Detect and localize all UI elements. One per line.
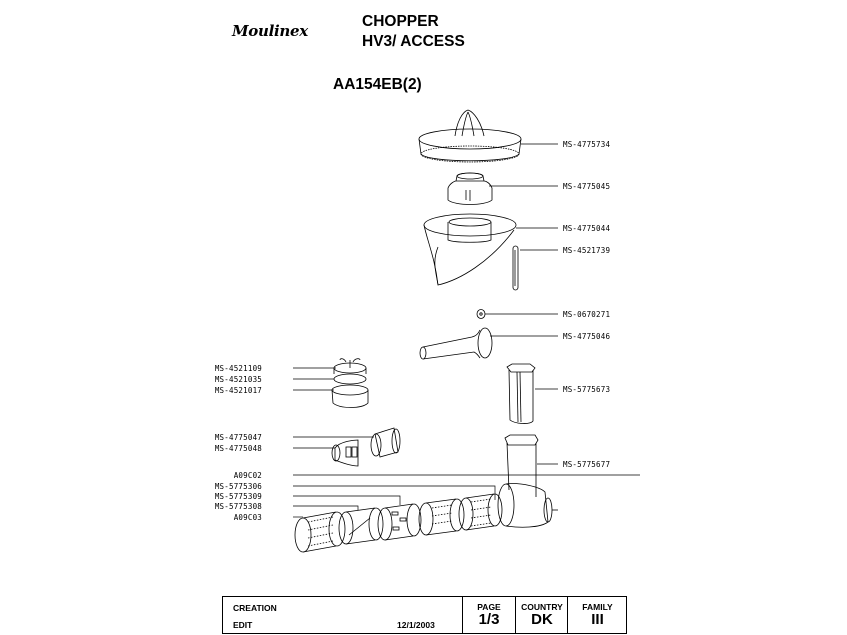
document-title: CHOPPER HV3/ ACCESS xyxy=(362,12,465,52)
feed-chute-part xyxy=(497,434,558,528)
part-label: MS-4775047 xyxy=(214,433,262,442)
leader-lines-right xyxy=(485,143,558,465)
page-label: PAGE xyxy=(477,602,501,612)
family-label: FAMILY xyxy=(582,602,613,612)
part-label: MS-5775308 xyxy=(214,502,262,511)
part-label: MS-4521017 xyxy=(214,386,262,395)
part-label: MS-5775677 xyxy=(563,460,611,469)
part-label: A09C02 xyxy=(233,471,262,480)
part-label: MS-5775673 xyxy=(563,385,611,394)
feeding-tube-part xyxy=(419,327,493,360)
family-value: III xyxy=(591,611,604,628)
edit-label: EDIT xyxy=(233,620,253,630)
part-label: MS-4775044 xyxy=(563,224,611,233)
part-label: MS-4521035 xyxy=(214,375,262,384)
part-label: MS-4775045 xyxy=(563,182,611,191)
pusher-part xyxy=(506,363,536,424)
part-label: MS-4775046 xyxy=(563,332,611,341)
part-label: MS-4521109 xyxy=(214,364,262,373)
country-cell: COUNTRY DK xyxy=(515,597,568,633)
juicer-cone-part xyxy=(418,109,522,163)
part-label: A09C03 xyxy=(233,513,262,522)
part-label: MS-4775048 xyxy=(214,444,262,453)
page-value: 1/3 xyxy=(478,611,500,628)
family-cell: FAMILY III xyxy=(567,597,627,633)
footer-info-table: CREATION EDIT 12/1/2003 PAGE 1/3 COUNTRY… xyxy=(222,596,627,634)
part-label: MS-5775306 xyxy=(214,482,262,491)
disc-stack-part xyxy=(331,358,369,408)
part-label: MS-4521739 xyxy=(563,246,611,255)
pin-part xyxy=(512,245,519,291)
title-line-1: CHOPPER xyxy=(362,13,439,30)
nut-part xyxy=(476,309,486,319)
brand-logo: Moulinex xyxy=(232,22,308,40)
reamer-base-part xyxy=(447,172,493,205)
country-label: COUNTRY xyxy=(521,602,563,612)
model-reference: AA154EB(2) xyxy=(333,76,422,93)
leader-lines-left xyxy=(293,367,640,518)
juice-bowl-part xyxy=(423,213,517,286)
adapter-parts xyxy=(331,427,401,467)
title-line-2: HV3/ ACCESS xyxy=(362,33,465,50)
part-label: MS-0670271 xyxy=(563,310,611,319)
page-cell: PAGE 1/3 xyxy=(462,597,515,633)
grater-drums-part xyxy=(294,493,503,553)
country-value: DK xyxy=(531,611,553,628)
edit-date: 12/1/2003 xyxy=(397,620,435,630)
part-label: MS-4775734 xyxy=(563,140,611,149)
creation-label: CREATION xyxy=(233,603,277,613)
part-label: MS-5775309 xyxy=(214,492,262,501)
